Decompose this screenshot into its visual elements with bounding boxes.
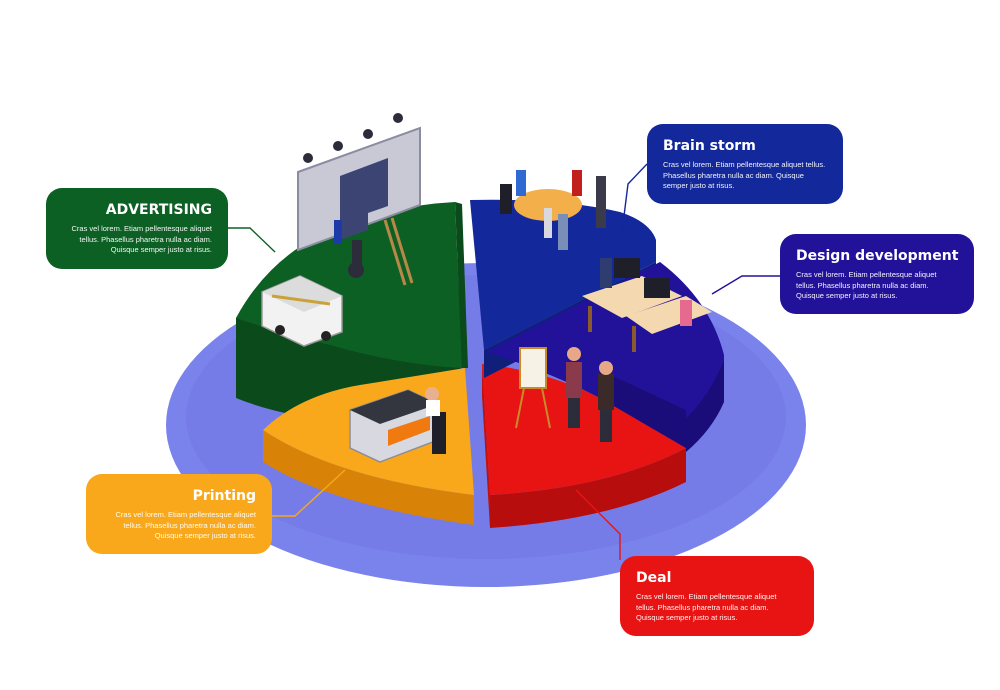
callout-body: Cras vel lorem. Etiam pellentesque aliqu… [71,224,213,254]
callout-title: Deal [636,570,672,586]
callout-title: Printing [192,488,256,504]
meeting-table-icon [500,170,606,250]
callout-body: Cras vel lorem. Etiam pellentesque aliqu… [663,160,826,190]
leader-line-printing [272,469,346,517]
callout-title: Design development [796,248,959,264]
callout-deal[interactable]: Deal Cras vel lorem. Etiam pellentesque … [620,556,814,636]
callout-title: Brain storm [663,138,756,154]
callout-body: Cras vel lorem. Etiam pellentesque aliqu… [636,592,777,622]
callout-body: Cras vel lorem. Etiam pellentesque aliqu… [796,270,937,300]
leader-line-advertising [228,227,276,253]
printer-icon [349,387,446,463]
delivery-van-icon [261,275,343,347]
leader-line-deal [575,489,621,560]
callout-advertising[interactable]: ADVERTISING Cras vel lorem. Etiam pellen… [46,188,228,269]
handshake-icon [515,347,614,442]
callout-body: Cras vel lorem. Etiam pellentesque aliqu… [115,510,257,540]
billboard-icon [297,113,421,286]
workstation-icon [582,258,712,352]
callout-brainstorm[interactable]: Brain storm Cras vel lorem. Etiam pellen… [647,124,843,204]
pie-slice-deal[interactable] [482,364,686,528]
callout-design[interactable]: Design development Cras vel lorem. Etiam… [780,234,974,314]
leader-line-brainstorm [621,163,648,233]
callout-printing[interactable]: Printing Cras vel lorem. Etiam pellentes… [86,474,272,554]
callout-title: ADVERTISING [105,202,212,218]
leader-line-design [711,275,780,295]
